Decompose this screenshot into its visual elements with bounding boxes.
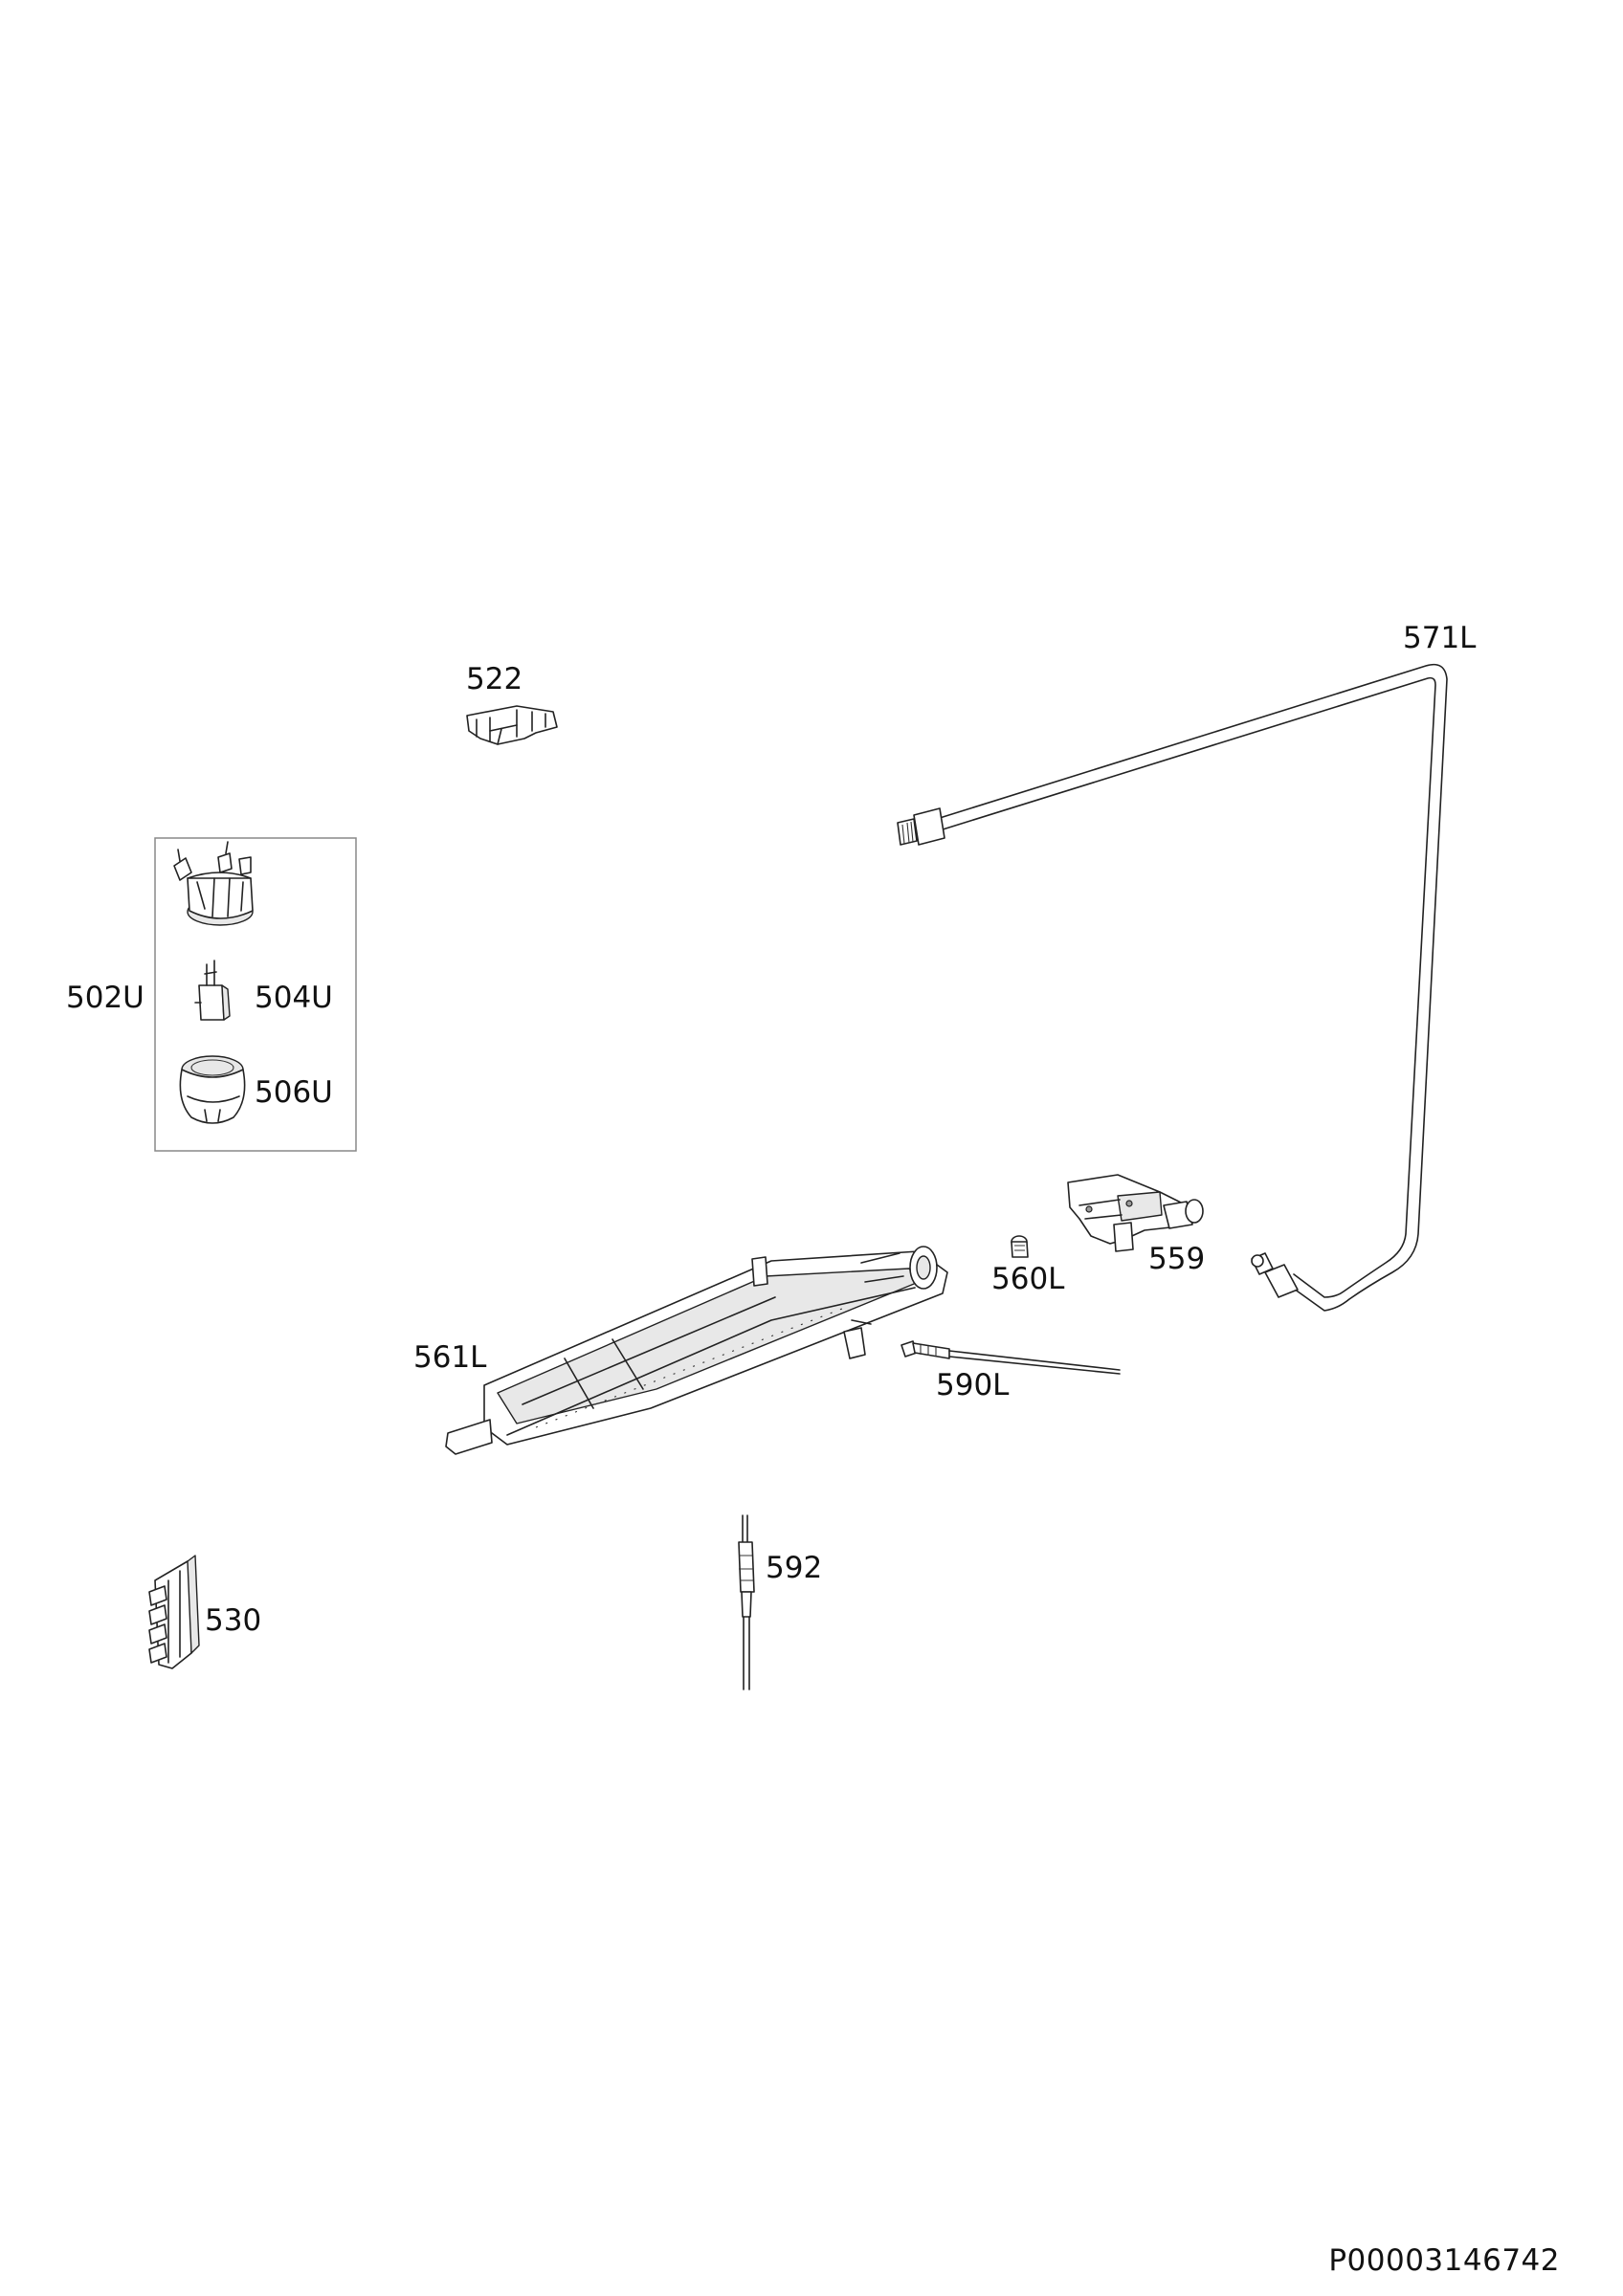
label-560L: 560L [991, 1262, 1065, 1296]
label-561L: 561L [413, 1340, 487, 1375]
label-502U: 502U [66, 981, 145, 1015]
part-504U-connector-drawing [194, 960, 231, 1021]
label-590L: 590L [936, 1368, 1010, 1402]
part-561L-burner-drawing [445, 1246, 948, 1455]
part-592-electrode-drawing [738, 1514, 755, 1690]
label-506U: 506U [255, 1075, 333, 1110]
part-571L-gas-pipe-drawing [897, 663, 1448, 1312]
label-522: 522 [466, 662, 523, 696]
label-530: 530 [205, 1603, 262, 1638]
part-502U-housing-drawing [173, 841, 254, 926]
part-590L-thermocouple-drawing [900, 1340, 1121, 1375]
label-559: 559 [1148, 1242, 1206, 1276]
group-502U-frame [154, 837, 357, 1152]
part-559-valve-bracket-drawing [1067, 1174, 1204, 1252]
label-592: 592 [766, 1551, 823, 1585]
part-560L-injector-drawing [1011, 1235, 1029, 1258]
part-522-clip-drawing [466, 705, 558, 745]
part-530-terminal-block-drawing [148, 1555, 200, 1669]
label-504U: 504U [255, 981, 333, 1015]
label-571L: 571L [1403, 621, 1477, 655]
part-506U-knob-drawing [179, 1055, 246, 1124]
document-code: P00003146742 [1328, 2243, 1560, 2278]
